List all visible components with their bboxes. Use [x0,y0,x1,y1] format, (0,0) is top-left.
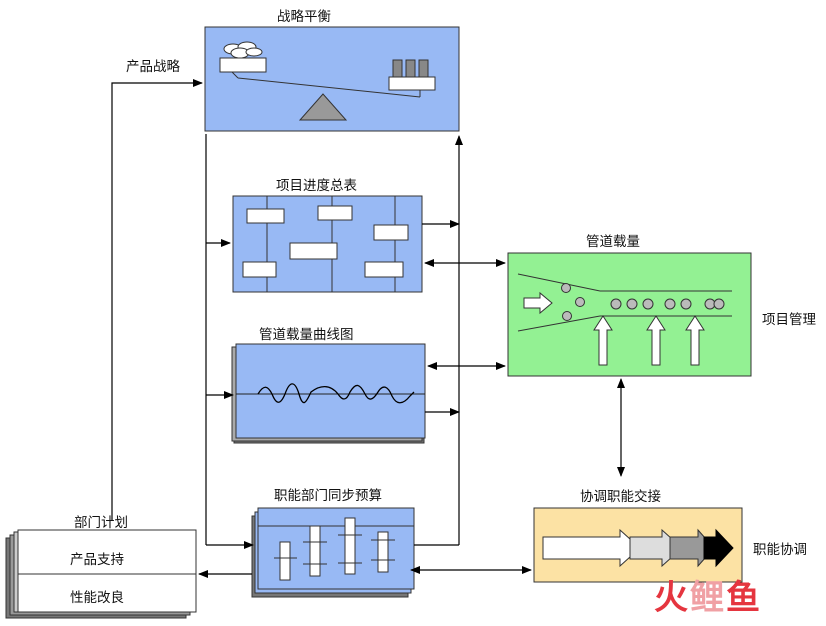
functional-budget-label: 职能部门同步预算 [274,488,382,504]
strategy-balance-label: 战略平衡 [277,9,331,25]
watermark-glyph-3: 鱼 [726,578,762,618]
coordination-box [533,507,743,583]
project-schedule-box [232,195,423,293]
watermark-glyph-2: 鲤 [690,578,726,618]
up-arrow-3 [685,315,705,366]
connectors [111,79,625,578]
entry-arrow [523,291,553,315]
functional-budget-box [251,507,415,598]
project-management-label: 项目管理 [762,312,816,328]
pipeline-curve-label: 管道载量曲线图 [259,327,354,343]
product-support-label: 产品支持 [70,552,124,568]
eggs-icon [223,41,263,59]
pipeline-curve-box [231,343,426,444]
performance-improve-label: 性能改良 [70,590,124,606]
chevron-black [703,528,734,568]
project-schedule-label: 项目进度总表 [276,178,357,194]
coordination-label: 协调职能交接 [580,489,661,505]
strategy-balance-box [204,26,460,132]
dept-plan-label: 部门计划 [74,515,128,531]
watermark-logo: 火鲤鱼 [654,580,762,616]
dept-plan-stack [5,529,197,619]
blocks-icon [392,59,429,78]
product-strategy-label: 产品战略 [126,59,180,75]
fulcrum-triangle [298,93,348,121]
watermark-glyph-1: 火 [654,578,690,618]
up-arrow-2 [646,315,666,366]
pipeline-load-box [507,252,752,377]
functional-coordination-label: 职能协调 [753,542,807,558]
pipeline-load-label: 管道载量 [586,234,640,250]
up-arrow-1 [593,315,613,366]
load-curve [257,383,415,404]
